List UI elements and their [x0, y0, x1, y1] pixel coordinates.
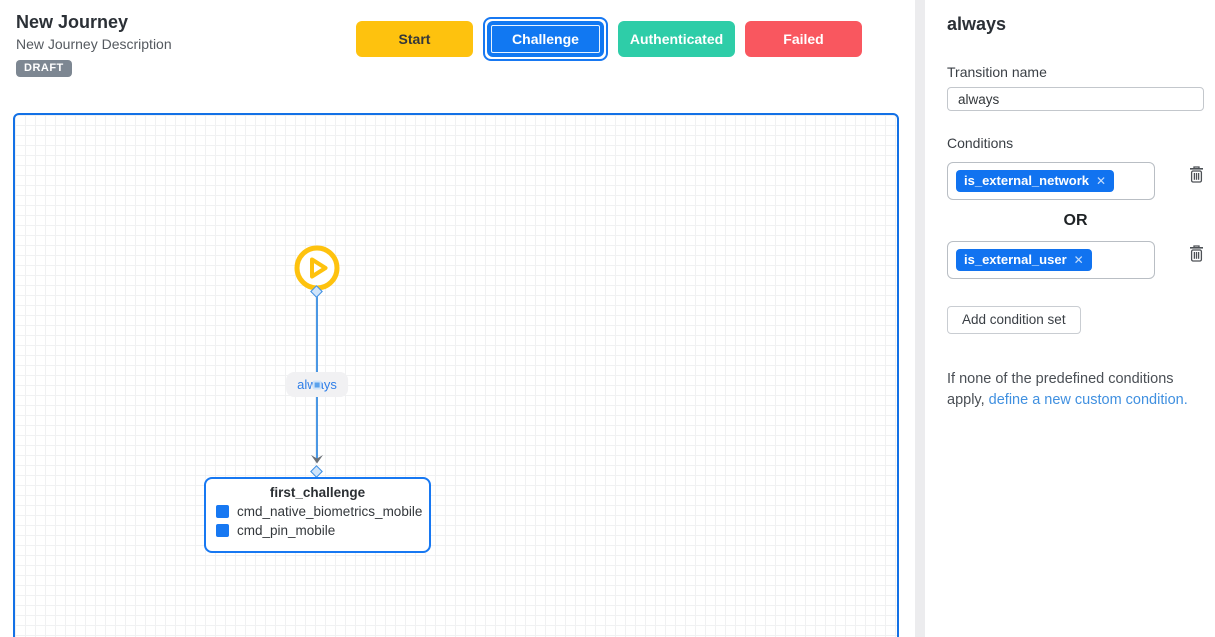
page-title: New Journey — [16, 12, 129, 32]
edge-midpoint-handle[interactable] — [312, 380, 322, 389]
condition-chip-label: is_external_network — [964, 173, 1090, 188]
define-custom-condition-link[interactable]: define a new custom condition. — [988, 392, 1188, 408]
edge-target-handle[interactable] — [310, 465, 323, 478]
status-badge: DRAFT — [16, 60, 72, 77]
condition-chip-label: is_external_user — [964, 252, 1067, 267]
transition-panel: always Transition name Conditions is_ext… — [925, 0, 1215, 637]
condition-join-label: OR — [1063, 212, 1088, 229]
page-subtitle: New Journey Description — [16, 36, 172, 52]
play-icon — [294, 245, 340, 291]
transition-name-input[interactable] — [947, 87, 1204, 111]
flow-node-item[interactable]: cmd_native_biometrics_mobile — [206, 504, 429, 519]
condition-chip[interactable]: is_external_network ✕ — [956, 170, 1115, 192]
note-text: If none of the predefined conditions app… — [947, 371, 1174, 408]
flow-canvas[interactable]: always first_challenge cmd_native_biomet… — [13, 113, 899, 637]
condition-set-input[interactable]: is_external_user ✕ — [947, 241, 1155, 279]
header: New Journey New Journey Description DRAF… — [16, 12, 172, 77]
conditions-label: Conditions — [947, 135, 1014, 151]
panel-divider — [915, 0, 925, 637]
condition-set-row: is_external_network ✕ — [947, 162, 1204, 200]
command-icon — [216, 524, 229, 537]
authenticated-button[interactable]: Authenticated — [618, 21, 735, 57]
delete-condition-set-button[interactable] — [1189, 166, 1204, 186]
start-button[interactable]: Start — [356, 21, 473, 57]
add-condition-set-button[interactable]: Add condition set — [947, 306, 1081, 334]
edge-label[interactable]: always — [286, 372, 348, 397]
command-icon — [216, 505, 229, 518]
remove-chip-icon[interactable]: ✕ — [1096, 173, 1107, 188]
state-buttons: Start Challenge Authenticated Failed — [356, 17, 862, 61]
trash-icon — [1190, 245, 1203, 262]
failed-button[interactable]: Failed — [745, 21, 862, 57]
start-node[interactable] — [294, 245, 340, 291]
command-label: cmd_native_biometrics_mobile — [237, 504, 423, 519]
challenge-button[interactable]: Challenge — [487, 21, 604, 57]
custom-condition-note: If none of the predefined conditions app… — [947, 369, 1199, 411]
command-label: cmd_pin_mobile — [237, 523, 336, 538]
challenge-button-selected-ring: Challenge — [483, 17, 608, 61]
condition-set-row: is_external_user ✕ — [947, 241, 1204, 279]
condition-set-input[interactable]: is_external_network ✕ — [947, 162, 1155, 200]
condition-chip[interactable]: is_external_user ✕ — [956, 249, 1092, 271]
panel-title: always — [947, 14, 1007, 34]
arrowhead-icon — [311, 455, 323, 464]
delete-condition-set-button[interactable] — [1189, 245, 1204, 265]
transition-name-label: Transition name — [947, 64, 1047, 80]
flow-node-title: first_challenge — [269, 485, 366, 500]
flow-node-first-challenge[interactable]: first_challenge cmd_native_biometrics_mo… — [204, 477, 431, 553]
flow-node-item[interactable]: cmd_pin_mobile — [206, 523, 429, 538]
remove-chip-icon[interactable]: ✕ — [1073, 252, 1084, 267]
trash-icon — [1190, 166, 1203, 183]
